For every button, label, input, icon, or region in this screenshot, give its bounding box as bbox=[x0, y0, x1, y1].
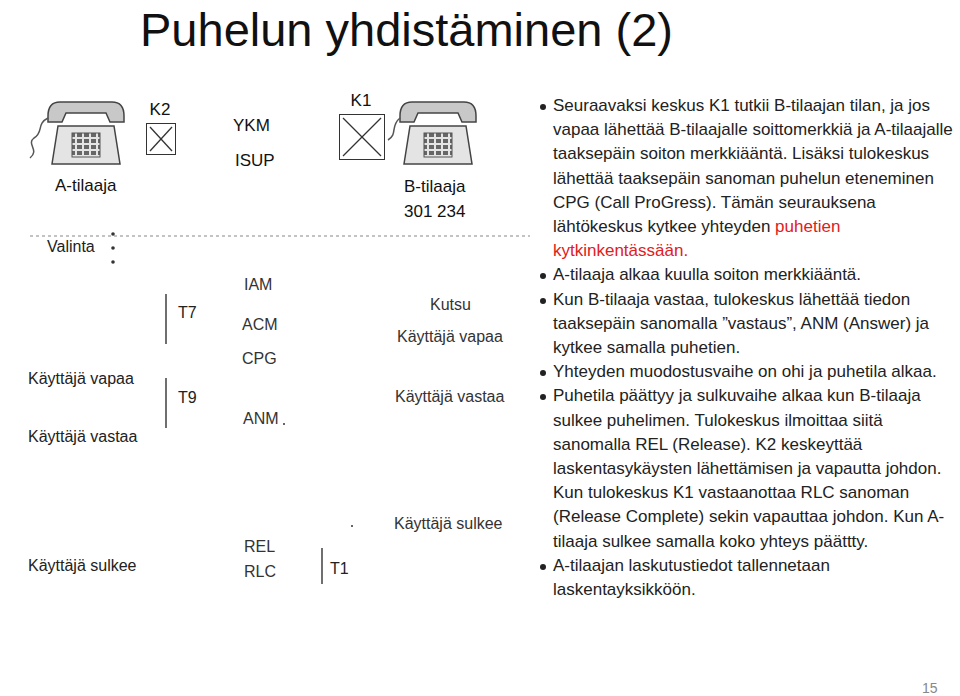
bullet-item: Yhteyden muodostusvaihe on ohi ja puheti… bbox=[538, 360, 956, 384]
phone-cord bbox=[388, 118, 400, 140]
telephone-icon bbox=[48, 102, 124, 164]
bullet-text: Seuraavaksi keskus K1 tutkii B-tilaajan … bbox=[553, 96, 953, 236]
page-number: 15 bbox=[922, 680, 938, 696]
switch-symbol bbox=[146, 123, 176, 155]
message-label: REL bbox=[244, 538, 275, 556]
timer-label: T9 bbox=[178, 389, 197, 407]
message-label: ACM bbox=[242, 316, 278, 334]
event-label: Käyttäjä vastaa bbox=[395, 388, 504, 406]
switch-box: K2 bbox=[146, 100, 174, 155]
switch-label: K1 bbox=[339, 91, 383, 111]
message-label: RLC bbox=[244, 563, 276, 581]
message-label: CPG bbox=[242, 350, 277, 368]
message-label: IAM bbox=[244, 276, 272, 294]
bullet-dot bbox=[540, 273, 546, 279]
bullet-dot bbox=[540, 370, 546, 376]
event-label: Kutsu bbox=[430, 296, 471, 314]
event-label: Valinta bbox=[47, 238, 95, 256]
timer-label: T7 bbox=[178, 304, 197, 322]
event-label: Käyttäjä vapaa bbox=[28, 370, 134, 388]
telephone-icon bbox=[400, 102, 476, 164]
dialling-dots bbox=[111, 232, 115, 264]
timer-label: T1 bbox=[330, 560, 349, 578]
bullet-text: A-tilaaja alkaa kuulla soiton merkkiäänt… bbox=[553, 265, 861, 284]
bullet-text: Kun B-tilaaja vastaa, tulokeskus lähettä… bbox=[553, 290, 929, 357]
party-label: A-tilaaja bbox=[55, 176, 116, 196]
switch-cross bbox=[340, 115, 384, 159]
bullet-text: Puhetila päättyy ja sulkuvaihe alkaa kun… bbox=[553, 386, 944, 550]
slide-title: Puhelun yhdistäminen (2) bbox=[140, 2, 673, 57]
dashed-line bbox=[30, 235, 530, 236]
number-label: 301 234 bbox=[404, 202, 465, 222]
switch-symbol bbox=[339, 114, 385, 160]
event-label: Käyttäjä vastaa bbox=[28, 428, 137, 446]
bullet-dot bbox=[540, 298, 546, 304]
bullet-item: Seuraavaksi keskus K1 tutkii B-tilaajan … bbox=[538, 94, 956, 263]
phone-cord bbox=[30, 118, 48, 158]
bullet-dot bbox=[540, 564, 546, 570]
event-label: Käyttäjä vapaa bbox=[397, 328, 503, 346]
bullet-dot bbox=[540, 104, 546, 110]
event-label: Käyttäjä sulkee bbox=[394, 515, 503, 533]
bullet-text: A-tilaajan laskutustiedot tallennetaan l… bbox=[553, 556, 830, 599]
bullet-dot bbox=[540, 394, 546, 400]
bullet-text: Yhteyden muodostusvaihe on ohi ja puheti… bbox=[553, 362, 937, 381]
mark-dots bbox=[283, 423, 353, 527]
protocol-label: ISUP bbox=[235, 151, 275, 171]
bullet-item: Puhetila päättyy ja sulkuvaihe alkaa kun… bbox=[538, 384, 956, 553]
switch-label: K2 bbox=[146, 100, 174, 120]
event-label: Käyttäjä sulkee bbox=[28, 557, 137, 575]
bullet-list: Seuraavaksi keskus K1 tutkii B-tilaajan … bbox=[538, 94, 956, 602]
network-label: YKM bbox=[233, 116, 270, 136]
bullet-item: A-tilaajan laskutustiedot tallennetaan l… bbox=[538, 554, 956, 602]
message-label: ANM bbox=[243, 410, 279, 428]
switch-box: K1 bbox=[339, 91, 383, 160]
switch-cross bbox=[147, 124, 175, 154]
bullet-item: A-tilaaja alkaa kuulla soiton merkkiäänt… bbox=[538, 263, 956, 287]
timer-bracket bbox=[166, 294, 322, 584]
bullet-item: Kun B-tilaaja vastaa, tulokeskus lähettä… bbox=[538, 288, 956, 361]
party-label: B-tilaaja bbox=[404, 177, 465, 197]
